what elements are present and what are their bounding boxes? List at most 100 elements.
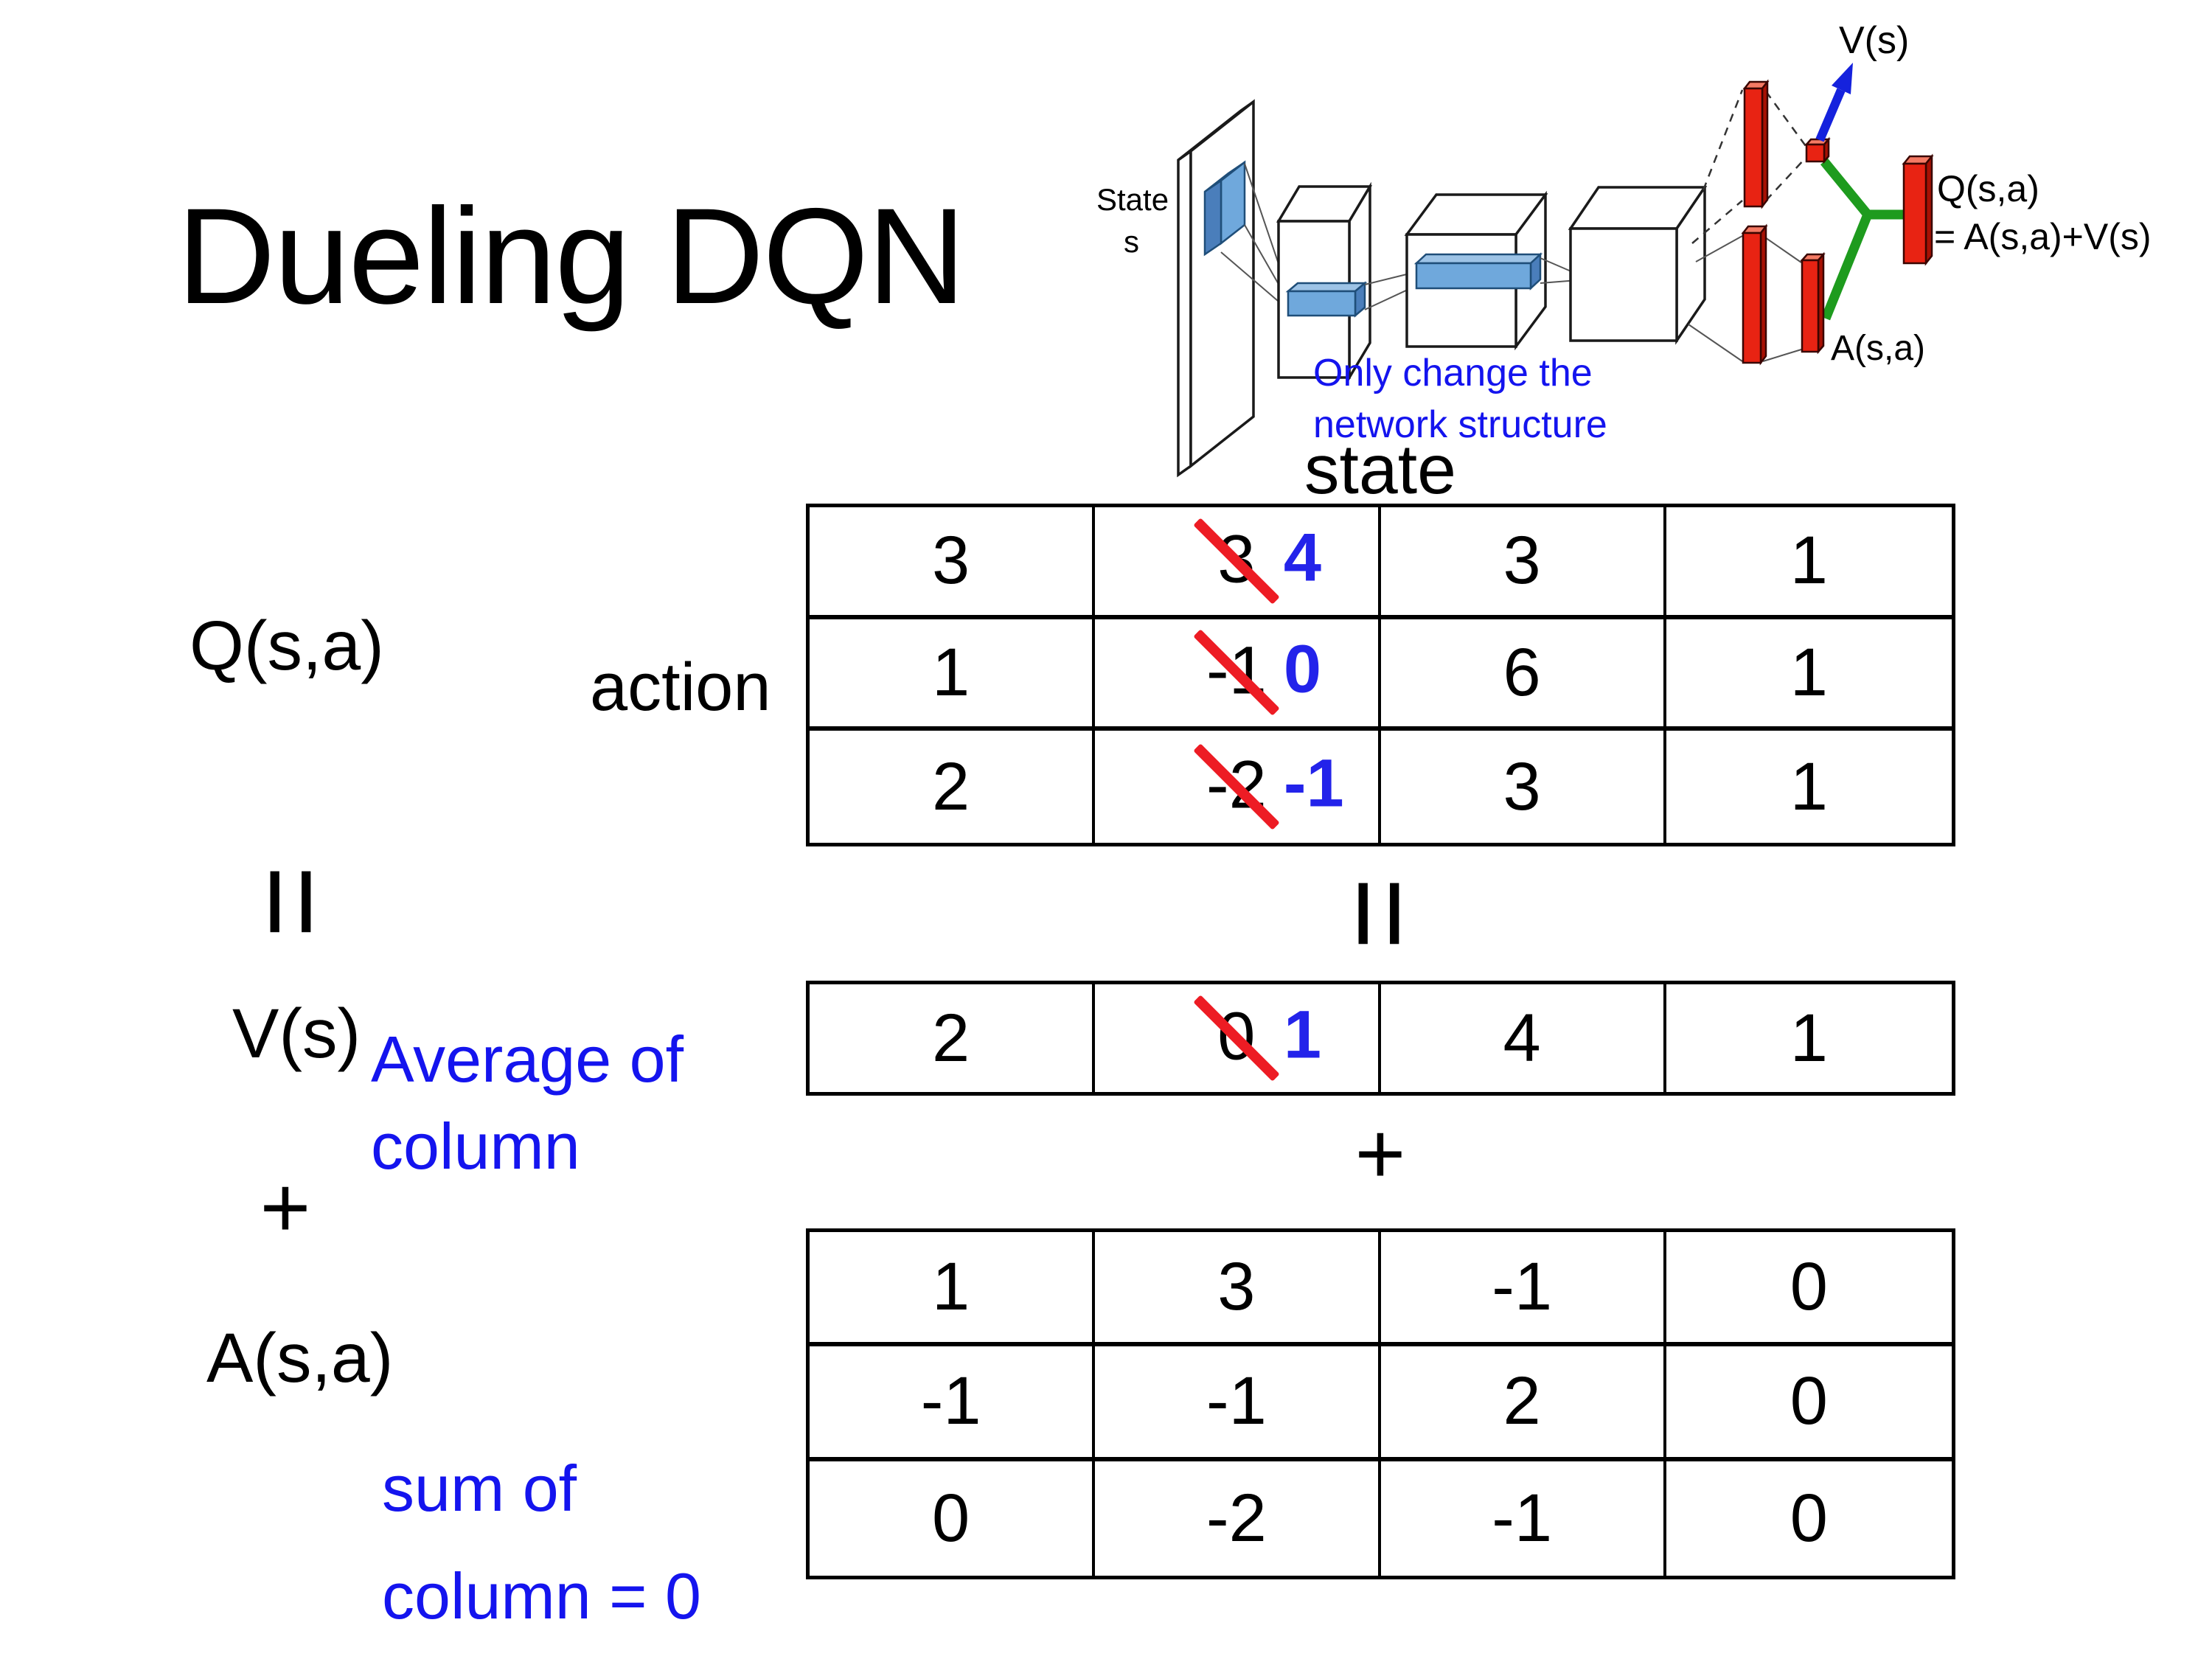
diagram-note-line2: network structure bbox=[1313, 403, 1607, 446]
cell-value: 0 bbox=[932, 1480, 970, 1556]
equals-rotated-center: = bbox=[1310, 877, 1450, 950]
cell-value: 1 bbox=[932, 1249, 970, 1325]
state-axis-label: state bbox=[1304, 431, 1456, 509]
average-of-column-note: Average of column bbox=[371, 1027, 684, 1179]
new-value: 0 bbox=[1283, 631, 1322, 707]
v-cell-c2: 4 bbox=[1381, 984, 1666, 1092]
value-node bbox=[1804, 136, 1831, 164]
conv-layer-box bbox=[1276, 181, 1373, 383]
a-cell-r1c1: -1 bbox=[1095, 1346, 1381, 1461]
a-cell-r0c2: -1 bbox=[1380, 1232, 1666, 1347]
diagram-note-line1: Only change the bbox=[1313, 352, 1593, 394]
cell-value: 1 bbox=[932, 634, 970, 710]
new-value: 1 bbox=[1283, 997, 1322, 1073]
diagram-q-label-line2: = A(s,a)+V(s) bbox=[1934, 216, 2152, 257]
a-cell-r2c0: 0 bbox=[810, 1461, 1096, 1576]
a-cell-r2c2: -1 bbox=[1381, 1461, 1666, 1576]
q-cell-r0c3: 1 bbox=[1666, 507, 1952, 619]
feature-bar-icon bbox=[1413, 252, 1543, 291]
cell-value: 2 bbox=[1503, 1363, 1541, 1439]
cell-value: -2 bbox=[1206, 1480, 1267, 1556]
q-cell-r0c2: 3 bbox=[1380, 507, 1666, 619]
cell-value: 4 bbox=[1503, 1000, 1541, 1076]
q-cell-r0c1: 3 4 bbox=[1095, 507, 1381, 619]
cell-value: 0 bbox=[1790, 1363, 1828, 1439]
q-table: 3 3 4 3 1 1 -1 0 6 1 2 -2 -1 3 1 bbox=[806, 504, 1955, 846]
value-arrow-icon bbox=[1815, 63, 1853, 142]
q-cell-r2c0: 2 bbox=[810, 731, 1096, 843]
value-fc-bar bbox=[1742, 79, 1770, 209]
cell-value: 1 bbox=[1790, 523, 1828, 599]
page-title: Dueling DQN bbox=[177, 181, 966, 333]
plus-sign-left: + bbox=[260, 1159, 311, 1256]
q-cell-r1c2: 6 bbox=[1380, 619, 1666, 731]
advantage-fc-bar bbox=[1741, 223, 1768, 366]
a-matrix-label: A(s,a) bbox=[206, 1319, 394, 1397]
action-axis-label: action bbox=[590, 650, 771, 725]
q-cell-r1c3: 1 bbox=[1666, 619, 1952, 731]
cell-value: -1 bbox=[1492, 1249, 1553, 1325]
a-cell-r0c3: 0 bbox=[1666, 1232, 1952, 1347]
advantage-stream-lines bbox=[1688, 235, 1802, 362]
a-cell-r2c1: -2 bbox=[1095, 1461, 1381, 1576]
diagram-a-label: A(s,a) bbox=[1831, 329, 1925, 368]
sum-note-line1: sum of bbox=[382, 1452, 577, 1525]
network-diagram: State s V(s) Q(s,a) = A(s,a)+V(s) A(s,a)… bbox=[1096, 19, 2152, 478]
diagram-state-label-line1: State bbox=[1096, 182, 1169, 217]
cell-value: 2 bbox=[932, 748, 970, 824]
fc-layer-box bbox=[1568, 183, 1708, 345]
conv-filter-icon bbox=[1203, 160, 1246, 257]
equals-rotated-left: = bbox=[222, 865, 362, 939]
q-cell-r1c1: -1 0 bbox=[1095, 619, 1381, 731]
sum-note-line2: column = 0 bbox=[382, 1559, 701, 1632]
cell-value: 3 bbox=[1217, 1249, 1256, 1325]
a-cell-r2c3: 0 bbox=[1666, 1461, 1952, 1576]
v-vector-label: V(s) bbox=[232, 995, 361, 1073]
q-cell-r2c1: -2 -1 bbox=[1095, 731, 1381, 843]
cell-value: -1 bbox=[1492, 1480, 1553, 1556]
cell-value: -1 bbox=[920, 1363, 981, 1439]
cell-value: 0 bbox=[1790, 1480, 1828, 1556]
cell-value: 1 bbox=[1790, 634, 1828, 710]
v-cell-c3: 1 bbox=[1666, 984, 1952, 1092]
a-table: 1 3 -1 0 -1 -1 2 0 0 -2 -1 0 bbox=[806, 1228, 1955, 1579]
diagram-q-label-line1: Q(s,a) bbox=[1937, 168, 2039, 209]
q-cell-r2c3: 1 bbox=[1666, 731, 1952, 843]
value-stream-lines bbox=[1691, 89, 1807, 244]
cell-value: 1 bbox=[1790, 1000, 1828, 1076]
q-cell-r2c2: 3 bbox=[1381, 731, 1666, 843]
conv-layer-box bbox=[1404, 190, 1548, 351]
v-cell-c1: 0 1 bbox=[1095, 984, 1381, 1092]
cell-value: 1 bbox=[1790, 748, 1828, 824]
cell-value: 3 bbox=[1503, 523, 1541, 599]
q-cell-r1c0: 1 bbox=[810, 619, 1096, 731]
q-output-bar bbox=[1902, 153, 1934, 266]
v-cell-c0: 2 bbox=[810, 984, 1096, 1092]
a-cell-r1c0: -1 bbox=[810, 1346, 1096, 1461]
cell-value: 0 bbox=[1790, 1249, 1828, 1325]
a-cell-r0c1: 3 bbox=[1095, 1232, 1381, 1347]
input-frame bbox=[1177, 99, 1255, 478]
merge-connector bbox=[1820, 158, 1904, 321]
new-value: -1 bbox=[1283, 745, 1344, 821]
cell-value: 2 bbox=[932, 1000, 970, 1076]
v-table: 2 0 1 4 1 bbox=[806, 981, 1955, 1096]
q-matrix-label: Q(s,a) bbox=[189, 607, 384, 685]
sum-of-column-note: sum of column = 0 bbox=[382, 1456, 701, 1629]
advantage-output-bar bbox=[1800, 251, 1826, 355]
diagram-state-label-line2: s bbox=[1124, 224, 1139, 259]
average-note-line1: Average of bbox=[371, 1023, 684, 1096]
a-cell-r1c2: 2 bbox=[1380, 1346, 1666, 1461]
cell-value: 3 bbox=[932, 523, 970, 599]
new-value: 4 bbox=[1283, 520, 1322, 596]
a-cell-r1c3: 0 bbox=[1666, 1346, 1952, 1461]
cell-value: 3 bbox=[1503, 748, 1541, 824]
cell-value: 6 bbox=[1503, 634, 1541, 710]
diagram-vs-label: V(s) bbox=[1839, 19, 1909, 62]
a-cell-r0c0: 1 bbox=[810, 1232, 1096, 1347]
q-cell-r0c0: 3 bbox=[810, 507, 1096, 619]
average-note-line2: column bbox=[371, 1110, 580, 1183]
plus-sign-center: + bbox=[1354, 1105, 1406, 1203]
cell-value: -1 bbox=[1206, 1363, 1267, 1439]
